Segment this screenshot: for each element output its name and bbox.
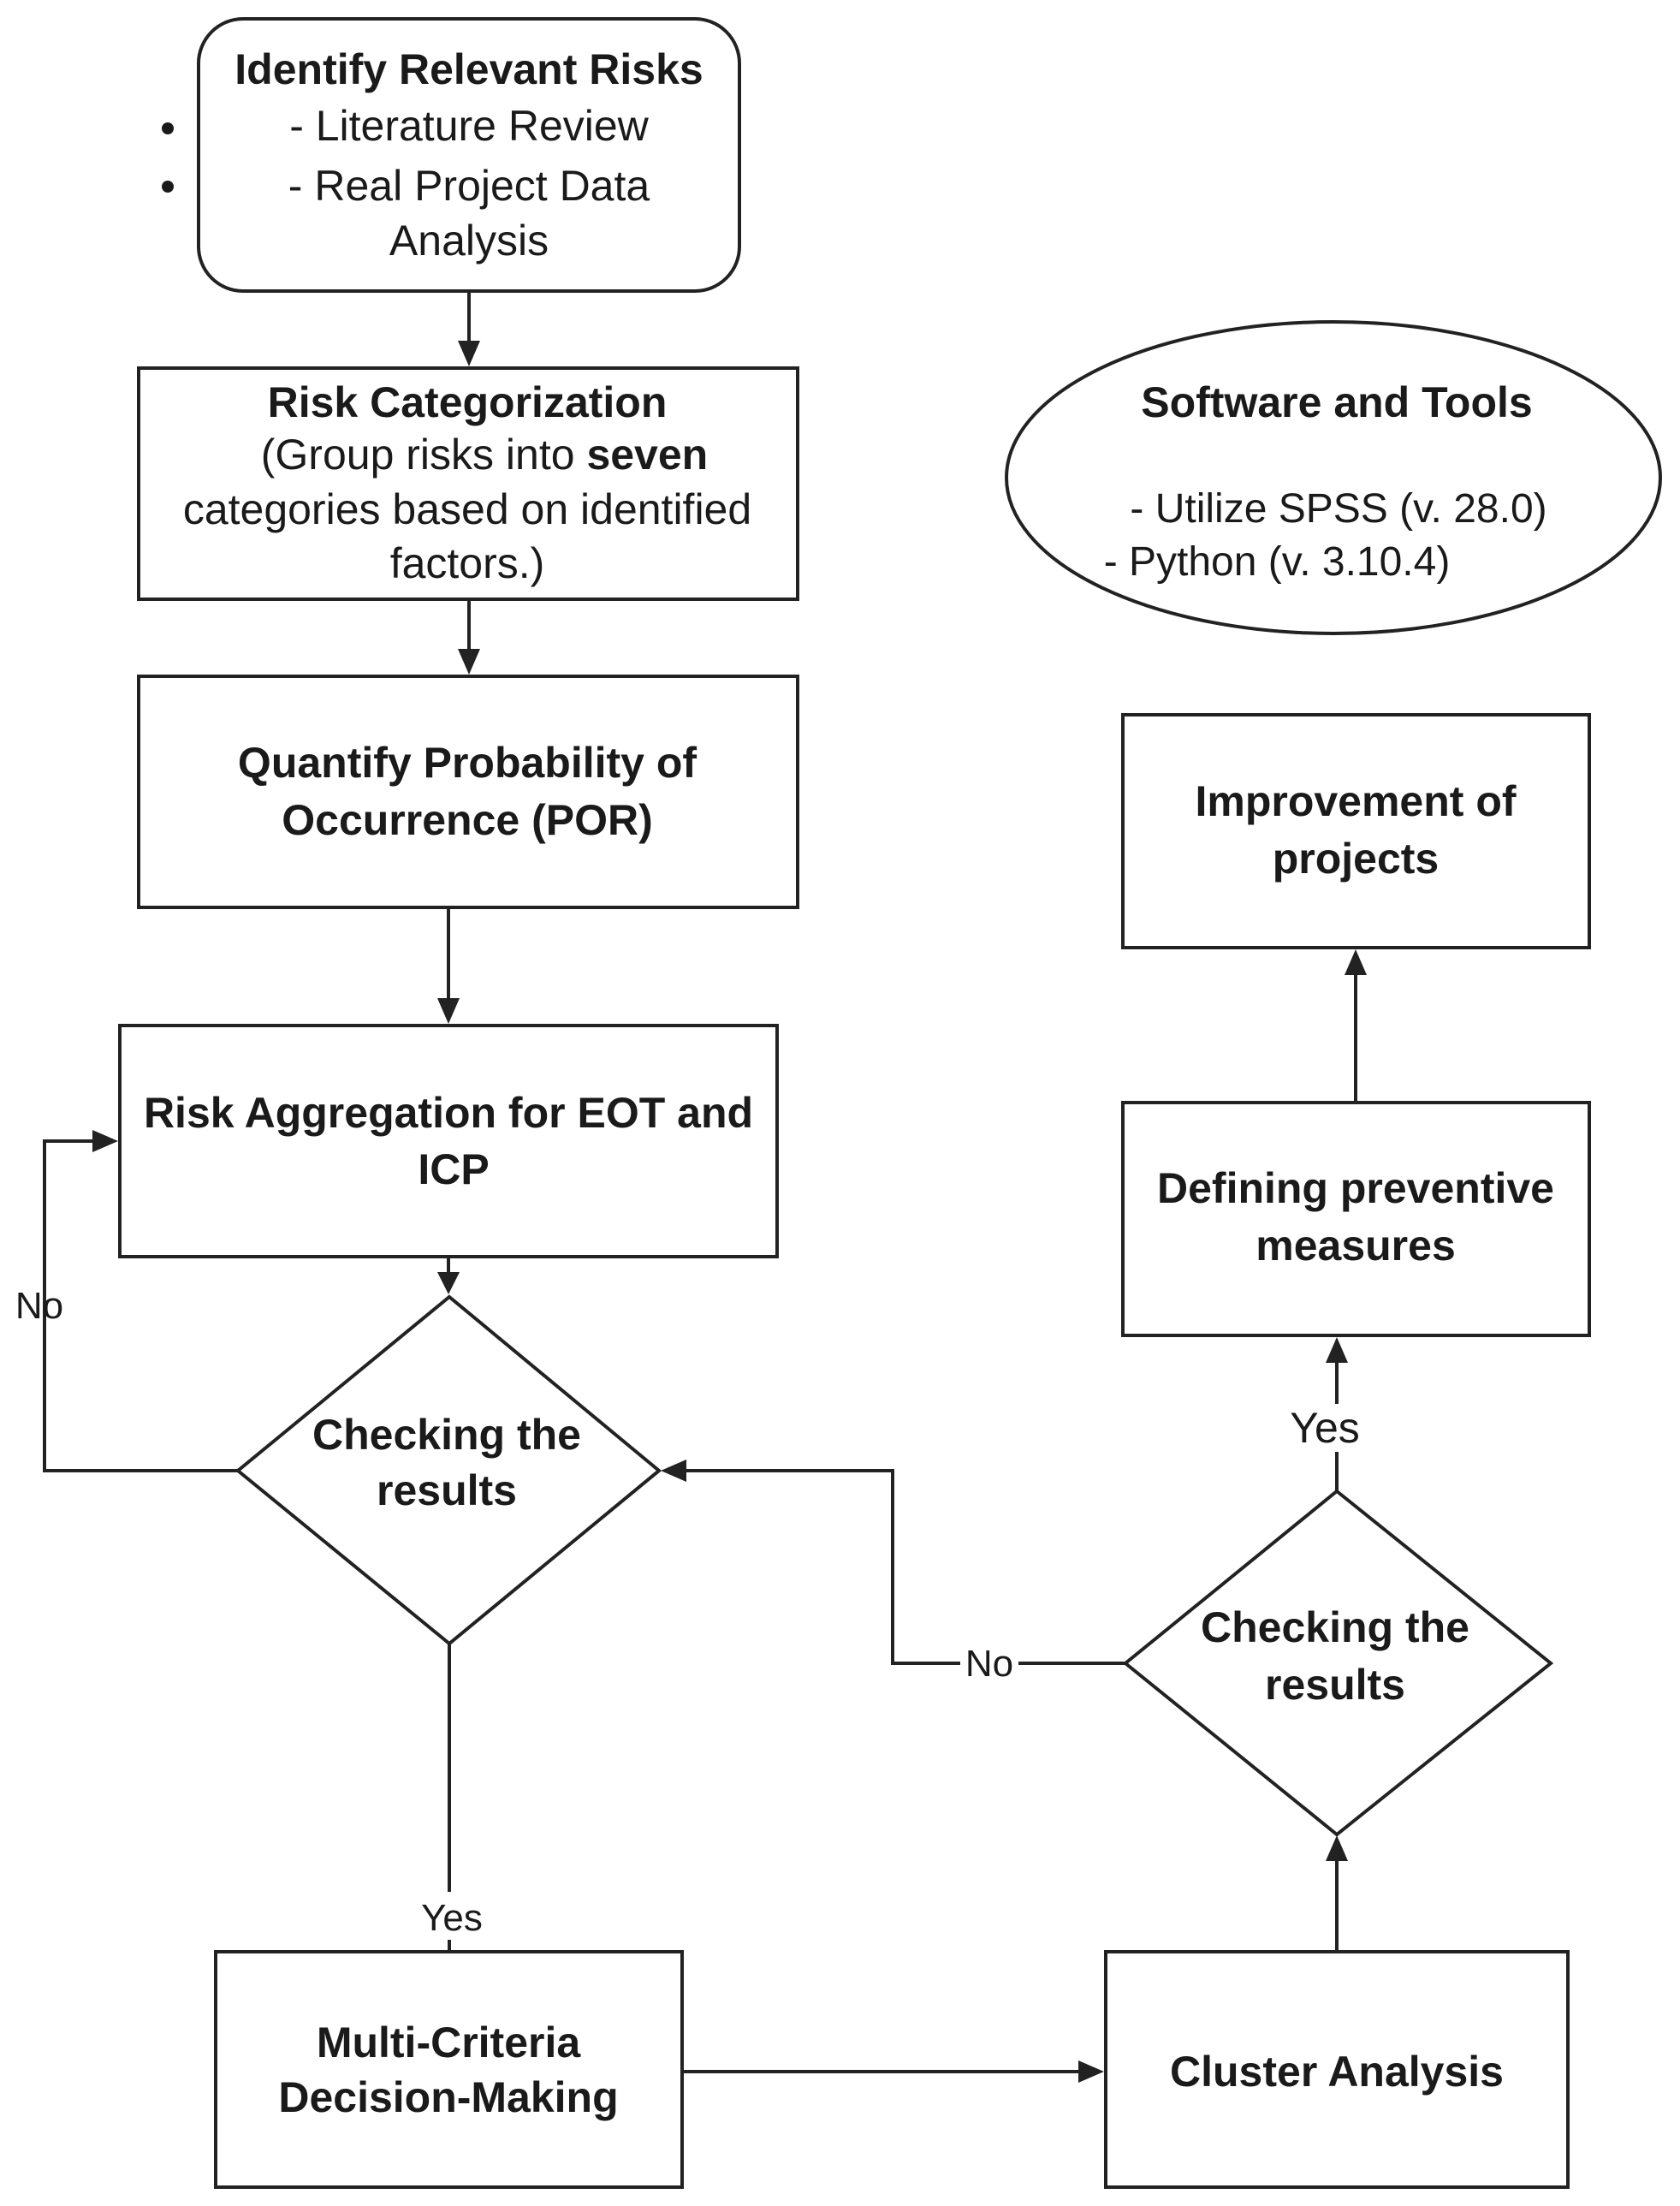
check2-line2: results [1265,1661,1405,1709]
no-label-background [960,1642,1018,1685]
check2-yes-label: Yes [1290,1404,1360,1452]
edge-check1-no-loop [43,1130,238,1472]
arrowhead-down-icon [437,1272,460,1294]
risk-categorization-title: Risk Categorization [268,378,668,426]
edge-quantify-to-aggregate [437,907,460,1024]
arrowhead-right-icon [1078,2060,1104,2083]
software-tools-python: - Python (v. 3.10.4) [1104,539,1451,585]
arrowhead-down-icon [458,341,480,366]
arrowhead-up-icon [1326,1835,1348,1861]
risk-aggregation-line2: ICP [418,1145,489,1193]
software-tools-spss: - Utilize SPSS (v. 28.0) [1130,486,1546,532]
edge-categorize-to-quantify [458,599,480,675]
arrowhead-up-icon [1326,1337,1348,1363]
edge-preventive-to-improve [1345,949,1367,1103]
preventive-measures-node: Defining preventive measures [1121,1101,1591,1337]
check1-line2: results [377,1466,517,1514]
risk-categorization-line1-b: seven [586,431,708,479]
identify-risks-title: Identify Relevant Risks [234,45,703,93]
risk-categorization-line1-a: (Group risks into [261,431,587,479]
risk-aggregation-line1: Risk Aggregation for EOT and [144,1089,753,1137]
software-tools-node: Software and Tools - Utilize SPSS (v. 28… [1005,320,1662,635]
risk-categorization-node: Risk Categorization (Group risks into se… [137,366,799,601]
software-tools-title: Software and Tools [1141,378,1532,426]
quantify-por-node: Quantify Probability of Occurrence (POR) [137,675,799,909]
check1-line1: Checking the [312,1411,581,1459]
check2-line1: Checking the [1201,1603,1469,1651]
checking-results-decision-1: Checking the results [234,1294,662,1646]
arrowhead-down-icon [437,998,460,1024]
yes-label-background [409,1892,495,1940]
improvement-projects-line2: projects [1273,835,1440,883]
bullet-icon [162,122,174,134]
risk-aggregation-node: Risk Aggregation for EOT and ICP [118,1024,779,1258]
check2-no-label: No [965,1643,1013,1685]
bullet-icon [162,181,174,193]
risk-categorization-line2: categories based on identified [183,485,751,533]
identify-risks-node: Identify Relevant Risks - Literature Rev… [162,17,741,293]
preventive-measures-line1: Defining preventive [1157,1164,1554,1212]
edge-check2-no-to-check1 [661,1460,1125,1665]
quantify-por-line2: Occurrence (POR) [282,796,652,844]
edge-mcdm-to-cluster [682,2060,1104,2083]
checking-results-decision-2: Checking the results [1122,1489,1554,1837]
edge-aggregate-to-check1 [437,1257,460,1294]
risk-categorization-line3: factors.) [390,539,545,587]
edge-cluster-to-check2 [1326,1835,1348,1952]
yes-label-background [1280,1404,1371,1452]
mcdm-line1: Multi-Criteria [317,2019,582,2066]
arrowhead-right-icon [92,1130,118,1152]
cluster-analysis-label: Cluster Analysis [1170,2048,1504,2096]
arrowhead-down-icon [458,649,480,675]
identify-risks-item-project-data: - Real Project Data [288,162,650,210]
identify-risks-item-analysis: Analysis [389,217,549,265]
edge-identify-to-categorize [458,291,480,366]
mcdm-line2: Decision-Making [278,2073,618,2121]
quantify-por-line1: Quantify Probability of [238,739,697,787]
mcdm-node: Multi-Criteria Decision-Making [214,1950,684,2189]
preventive-measures-line2: measures [1256,1222,1456,1269]
identify-risks-item-literature: - Literature Review [289,102,649,150]
check1-yes-label: Yes [421,1897,483,1939]
cluster-analysis-node: Cluster Analysis [1104,1950,1570,2189]
arrowhead-left-icon [661,1460,686,1482]
arrowhead-up-icon [1345,949,1367,975]
check1-no-label: No [15,1285,63,1327]
risk-categorization-line1: (Group risks into seven [261,431,708,479]
improvement-projects-line1: Improvement of [1195,777,1516,825]
improvement-projects-node: Improvement of projects [1121,713,1591,949]
